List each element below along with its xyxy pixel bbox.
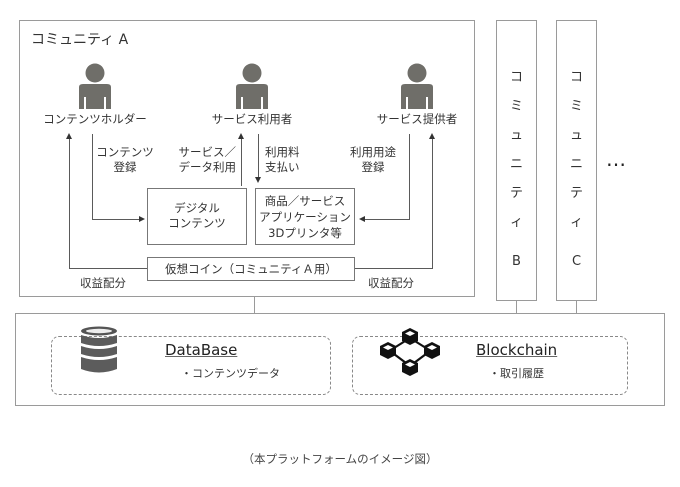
flow-fee-payment: 利用料 支払い [265,145,300,174]
arrow-up-icon [66,133,72,139]
actor-content-holder: コンテンツホルダー [43,112,147,126]
usage-register-line [409,134,410,220]
service-use-line [241,136,242,186]
fee-payment-line [258,134,259,178]
database-item: ・コンテンツデータ [181,367,280,380]
actor-service-user: サービス利用者 [211,112,293,126]
revenue-left-label: 収益配分 [80,276,126,290]
actor-service-provider: サービス提供者 [376,112,458,126]
database-icon [81,326,117,373]
community-b-panel: コ ミ ュ ニ テ ィ B [496,20,537,301]
connector-b [516,301,517,314]
content-register-hline [92,219,139,220]
revenue-right-hline [354,268,433,269]
database-title: DataBase [165,341,238,359]
blockchain-title: Blockchain [476,341,558,359]
person-icon [236,63,268,109]
revenue-right-label: 収益配分 [368,276,414,290]
blockchain-icon [380,328,440,376]
flow-content-register: コンテンツ 登録 [96,145,154,174]
community-b-label: コ ミ ュ ニ テ ィ B [509,70,523,269]
arrow-up-icon [429,133,435,139]
arrow-up-icon [238,133,244,139]
community-c-panel: コ ミ ュ ニ テ ィ C [556,20,597,301]
caption: （本プラットフォームのイメージ図） [242,452,438,466]
blockchain-item: ・取引履歴 [489,367,544,380]
flow-service-use: サービス／ データ利用 [178,145,237,174]
usage-register-hline [364,219,409,220]
revenue-left-line [69,136,70,269]
revenue-left-hline [69,268,149,269]
person-icon [79,63,111,109]
arrow-right-icon [139,216,145,222]
arrow-left-icon [359,216,365,222]
person-icon [401,63,433,109]
community-a-panel [19,20,475,297]
flow-usage-register: 利用用途 登録 [350,145,396,174]
products-box: 商品／サービス アプリケーション 3Dプリンタ等 [255,188,355,245]
connector-a [254,297,255,314]
revenue-right-line [432,136,433,269]
virtual-coin-box: 仮想コイン（コミュニティＡ用） [147,257,355,281]
community-c-label: コ ミ ュ ニ テ ィ C [569,70,583,269]
content-register-line [92,134,93,220]
connector-c [576,301,577,314]
more-communities-ellipsis: … [606,147,626,171]
arrow-down-icon [255,177,261,183]
community-a-title: コミュニティ A [31,32,129,48]
digital-content-box: デジタル コンテンツ [147,188,247,245]
